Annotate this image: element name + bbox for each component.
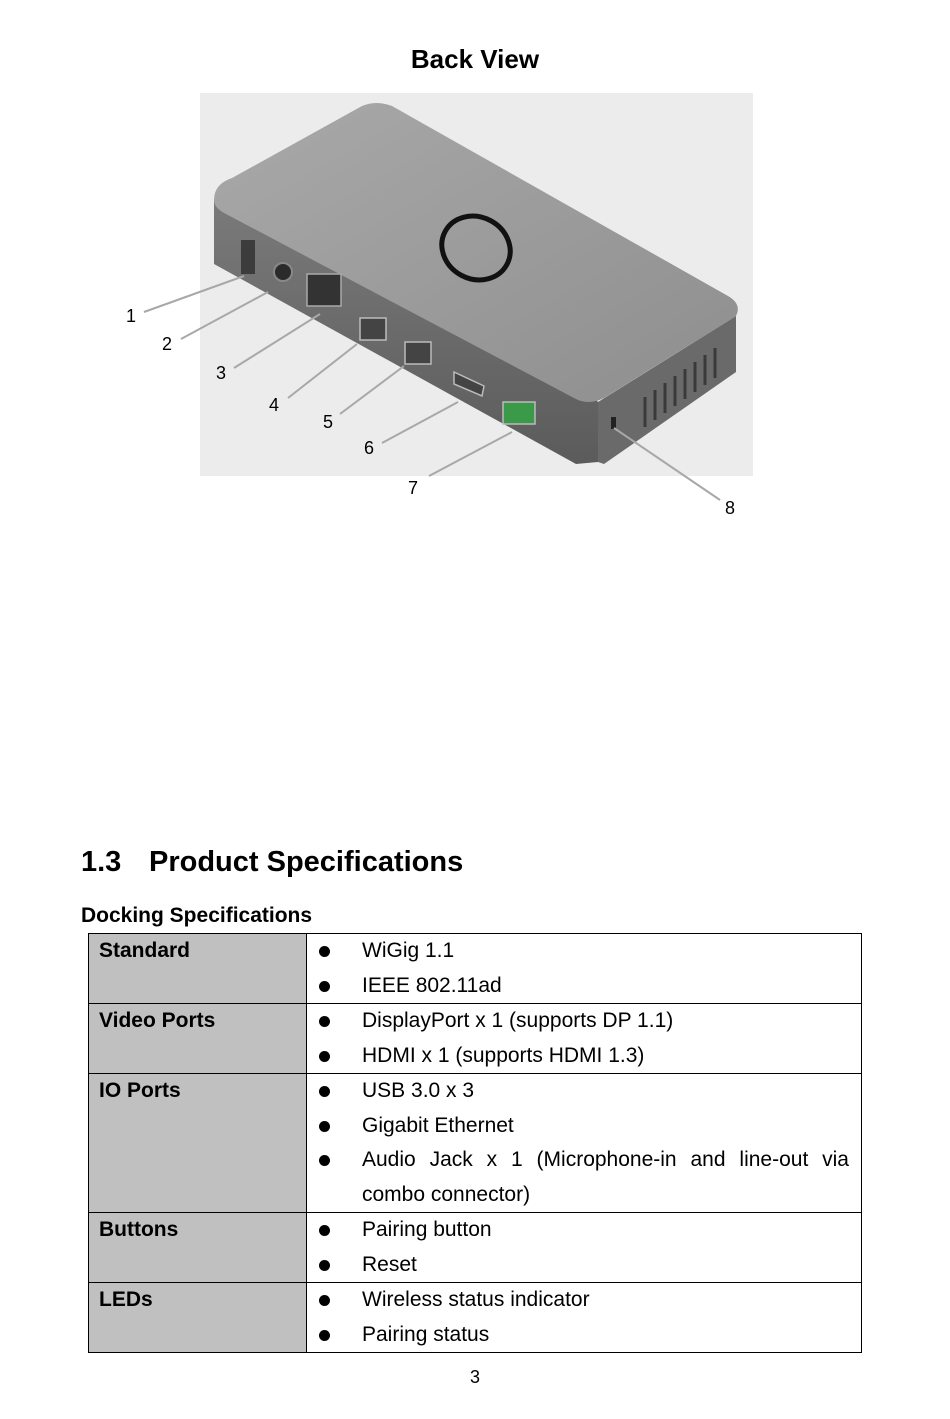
hdmi-port xyxy=(453,370,485,398)
list-item: Gigabit Ethernet xyxy=(307,1109,861,1144)
table-row: Standard WiGig 1.1 IEEE 802.11ad xyxy=(88,933,862,1004)
bullet-icon xyxy=(319,1016,330,1027)
displayport-port xyxy=(502,401,536,425)
table-row: LEDs Wireless status indicator Pairing s… xyxy=(88,1282,862,1353)
table-row: IO Ports USB 3.0 x 3 Gigabit Ethernet Au… xyxy=(88,1073,862,1213)
docking-specifications-table: Standard WiGig 1.1 IEEE 802.11ad Video P… xyxy=(88,933,862,1353)
list-item: WiGig 1.1 xyxy=(307,934,861,969)
row-values: USB 3.0 x 3 Gigabit Ethernet Audio Jack … xyxy=(306,1073,862,1213)
bullet-icon xyxy=(319,1329,330,1341)
list-item: DisplayPort x 1 (supports DP 1.1) xyxy=(307,1004,861,1039)
callout-6: 6 xyxy=(364,438,375,458)
section-title: Product Specifications xyxy=(149,846,464,878)
list-item: HDMI x 1 (supports HDMI 1.3) xyxy=(307,1039,861,1074)
row-values: Wireless status indicator Pairing status xyxy=(306,1282,862,1353)
bullet-icon xyxy=(319,1086,330,1097)
row-label: IO Ports xyxy=(88,1073,307,1213)
section-number: 1.3 xyxy=(81,846,122,878)
table-row: Video Ports DisplayPort x 1 (supports DP… xyxy=(88,1003,862,1074)
back-view-figure: 1 2 3 4 5 6 7 8 xyxy=(0,0,950,540)
section-heading: 1.3 Product Specifications xyxy=(81,846,463,879)
list-item: Audio Jack x 1 (Microphone-in and line-o… xyxy=(307,1143,861,1212)
callout-8: 8 xyxy=(725,498,736,518)
bullet-icon xyxy=(319,1155,330,1166)
list-item: Reset xyxy=(307,1248,861,1283)
pairing-button-port xyxy=(241,240,255,274)
callout-5: 5 xyxy=(323,412,334,432)
callout-lines xyxy=(143,275,721,501)
callout-1: 1 xyxy=(126,306,137,326)
bullet-icon xyxy=(319,946,330,957)
dell-logo-icon xyxy=(439,213,513,283)
vents xyxy=(643,348,717,427)
list-item: IEEE 802.11ad xyxy=(307,969,861,1004)
right-face xyxy=(598,316,736,464)
row-values: Pairing button Reset xyxy=(306,1212,862,1283)
ethernet-port xyxy=(306,273,342,307)
list-item: USB 3.0 x 3 xyxy=(307,1074,861,1109)
callout-7: 7 xyxy=(408,478,419,498)
row-label: Buttons xyxy=(88,1212,307,1283)
row-label: Standard xyxy=(88,933,307,1004)
bullet-icon xyxy=(319,980,330,992)
row-label: LEDs xyxy=(88,1282,307,1353)
usb-port-2 xyxy=(404,341,432,365)
dock-illustration xyxy=(143,93,753,501)
callout-4: 4 xyxy=(269,395,280,415)
bullet-icon xyxy=(319,1295,330,1306)
top-face xyxy=(214,103,738,402)
bullet-icon xyxy=(319,1259,330,1271)
bullet-icon xyxy=(319,1225,330,1236)
row-label: Video Ports xyxy=(88,1003,307,1074)
list-item: Wireless status indicator xyxy=(307,1283,861,1318)
table-row: Buttons Pairing button Reset xyxy=(88,1212,862,1283)
front-face xyxy=(214,200,598,464)
reset-hole xyxy=(611,417,616,429)
row-values: WiGig 1.1 IEEE 802.11ad xyxy=(306,933,862,1004)
table-title: Docking Specifications xyxy=(81,904,313,927)
bullet-icon xyxy=(319,1050,330,1062)
list-item: Pairing status xyxy=(307,1318,861,1353)
bullet-icon xyxy=(319,1120,330,1132)
callout-2: 2 xyxy=(162,334,173,354)
usb-port-1 xyxy=(359,317,387,341)
row-values: DisplayPort x 1 (supports DP 1.1) HDMI x… xyxy=(306,1003,862,1074)
figure-title: Back View xyxy=(410,44,540,74)
audio-jack-port xyxy=(273,262,293,282)
callout-3: 3 xyxy=(216,363,227,383)
page-number: 3 xyxy=(469,1367,480,1387)
list-item: Pairing button xyxy=(307,1213,861,1248)
